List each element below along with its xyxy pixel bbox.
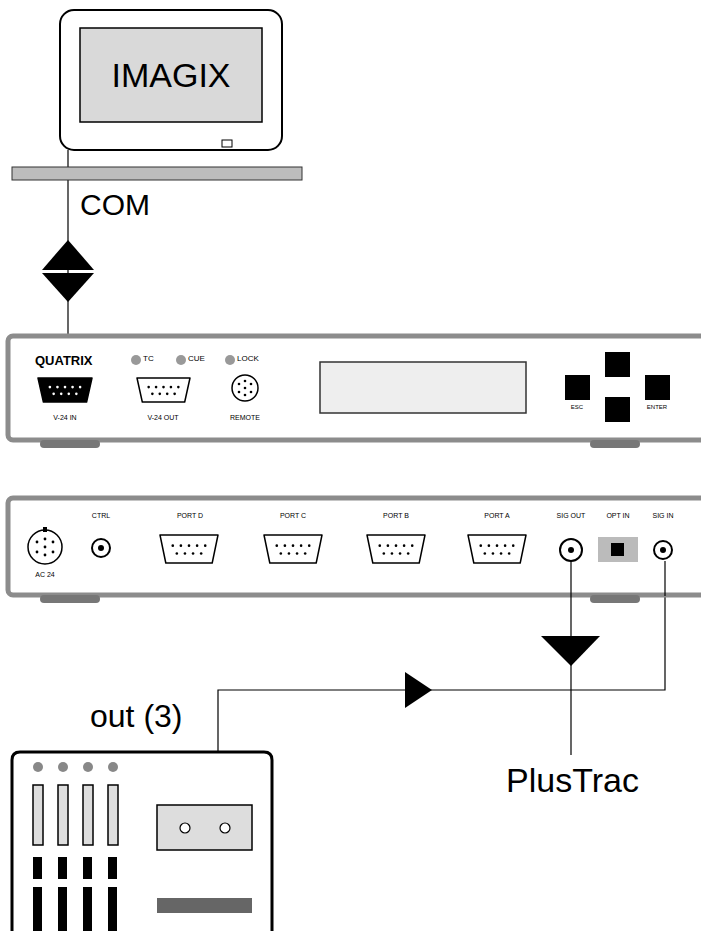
foot [40, 595, 100, 603]
display [320, 362, 526, 413]
db9-connector [137, 378, 190, 402]
port-label: PORT B [383, 512, 409, 519]
monitor-screen [80, 28, 262, 122]
port-label: CUE [188, 355, 205, 363]
remote-socket [232, 375, 258, 401]
device-label: AC 24 [35, 571, 54, 578]
button [645, 375, 670, 400]
signal-wire [664, 561, 665, 596]
foot [40, 440, 100, 448]
cassette-window [157, 805, 252, 850]
db9-connector [367, 535, 425, 563]
foot [590, 595, 640, 603]
tape-machine-node: out (3) [12, 752, 272, 931]
connection-label: COM [80, 190, 150, 220]
bnc-jack [560, 539, 582, 561]
front-panel [8, 336, 701, 440]
led [131, 355, 141, 365]
desk-bar [12, 167, 302, 180]
port-label: SIG IN [652, 512, 673, 519]
button [605, 352, 630, 377]
db9-connector [160, 535, 218, 563]
arrowhead [405, 672, 432, 708]
tape-machine [12, 752, 272, 931]
port-label: ESC [571, 404, 583, 410]
power-button [222, 140, 232, 147]
device-label: out (3) [90, 700, 182, 732]
bnc-jack [654, 541, 672, 559]
port-label: SIG OUT [557, 512, 586, 519]
button [565, 375, 590, 400]
port-label: CTRL [92, 512, 110, 519]
port-label: LOCK [237, 355, 259, 363]
port-label: TC [143, 355, 154, 363]
port-label: PORT C [280, 512, 306, 519]
optical-input [598, 537, 638, 562]
led [225, 355, 235, 365]
device-label: QUATRIX [35, 354, 93, 367]
front-panel-node: QUATRIX TC CUE LOCK V-24 IN V-24 OUT REMOTE ESC… [8, 336, 701, 440]
arrowhead [541, 636, 600, 666]
led [176, 355, 186, 365]
port-label: PORT D [177, 512, 203, 519]
port-label: PORT A [484, 512, 509, 519]
arrowhead [42, 273, 94, 302]
power-socket [28, 530, 62, 564]
db9-connector [38, 378, 92, 402]
monitor-node: IMAGIX [60, 10, 282, 150]
foot [590, 440, 640, 448]
arrowhead [42, 240, 94, 270]
button [605, 397, 630, 422]
port-label: OPT IN [606, 512, 629, 519]
rear-panel-node: AC 24 CTRL PORT D PORT C PORT B PORT A SIG OUT… [8, 498, 701, 595]
monitor-housing [60, 10, 282, 150]
ctrl-jack [92, 539, 110, 557]
device-label: IMAGIX [111, 58, 230, 92]
signal-connector [218, 595, 665, 752]
port-label: REMOTE [230, 414, 260, 421]
slot [157, 898, 252, 913]
device-label: PlusTrac [506, 763, 639, 797]
db9-connector [264, 535, 322, 563]
port-label: V-24 IN [53, 414, 76, 421]
port-label: V-24 OUT [147, 414, 178, 421]
rear-panel [8, 498, 701, 595]
port-label: ENTER [647, 404, 667, 410]
db9-connector [468, 535, 526, 563]
